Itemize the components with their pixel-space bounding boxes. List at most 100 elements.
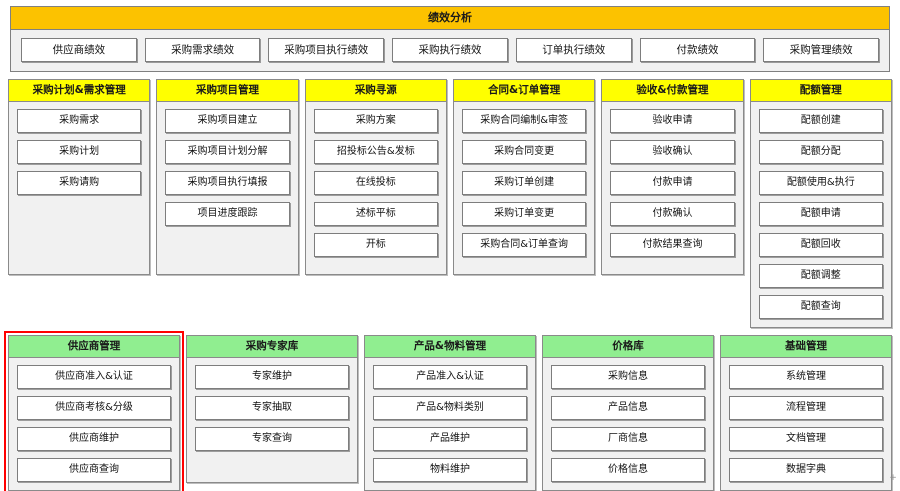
module-item-button[interactable]: 付款申请: [610, 171, 735, 195]
module-grid-top: 采购计划&需求管理采购需求采购计划采购请购采购项目管理采购项目建立采购项目计划分…: [8, 79, 892, 328]
module-title: 基础管理: [721, 336, 891, 358]
module-card[interactable]: 采购寻源采购方案招投标公告&发标在线投标述标平标开标: [304, 79, 447, 275]
module-item-button[interactable]: 采购方案: [313, 109, 438, 133]
module-item-list: 专家维护专家抽取专家查询: [187, 358, 357, 459]
performance-button[interactable]: 采购项目执行绩效: [268, 38, 385, 62]
performance-button-row: 供应商绩效采购需求绩效采购项目执行绩效采购执行绩效订单执行绩效付款绩效采购管理绩…: [11, 30, 889, 71]
module-item-button[interactable]: 产品&物料类别: [373, 396, 527, 420]
module-title: 采购专家库: [187, 336, 357, 358]
module-item-button[interactable]: 采购合同变更: [461, 140, 587, 164]
module-item-list: 采购合同编制&审签采购合同变更采购订单创建采购订单变更采购合同&订单查询: [454, 102, 594, 265]
module-title: 配额管理: [750, 80, 891, 102]
module-item-button[interactable]: 采购项目执行填报: [165, 171, 290, 195]
module-column: 验收&付款管理验收申请验收确认付款申请付款确认付款结果查询: [601, 79, 744, 275]
module-item-button[interactable]: 验收申请: [610, 109, 735, 133]
module-item-list: 验收申请验收确认付款申请付款确认付款结果查询: [602, 102, 742, 265]
performance-button[interactable]: 采购执行绩效: [392, 38, 508, 62]
module-title: 采购计划&需求管理: [9, 80, 150, 102]
module-item-button[interactable]: 项目进度跟踪: [165, 202, 290, 226]
module-column: 采购项目管理采购项目建立采购项目计划分解采购项目执行填报项目进度跟踪: [156, 79, 299, 275]
module-item-button[interactable]: 供应商准入&认证: [17, 365, 171, 389]
performance-button[interactable]: 采购管理绩效: [763, 38, 880, 62]
module-column: 采购寻源采购方案招投标公告&发标在线投标述标平标开标: [304, 79, 447, 275]
module-card[interactable]: 采购项目管理采购项目建立采购项目计划分解采购项目执行填报项目进度跟踪: [156, 79, 299, 275]
module-title: 验收&付款管理: [602, 80, 743, 102]
module-item-button[interactable]: 采购项目计划分解: [165, 140, 290, 164]
module-item-button[interactable]: 厂商信息: [551, 427, 705, 451]
performance-button[interactable]: 订单执行绩效: [515, 38, 632, 62]
module-item-button[interactable]: 采购计划: [17, 140, 142, 164]
performance-button[interactable]: 采购需求绩效: [144, 38, 261, 62]
module-card[interactable]: 供应商管理供应商准入&认证供应商考核&分级供应商维护供应商查询: [4, 331, 184, 491]
module-column: 产品&物料管理产品准入&认证产品&物料类别产品维护物料维护: [364, 335, 536, 491]
performance-button[interactable]: 付款绩效: [639, 38, 756, 62]
module-item-button[interactable]: 配额分配: [758, 140, 883, 164]
module-card[interactable]: 采购专家库专家维护专家抽取专家查询: [186, 335, 358, 483]
module-card[interactable]: 配额管理配额创建配额分配配额使用&执行配额申请配额回收配额调整配额查询: [749, 79, 892, 328]
module-title: 采购项目管理: [157, 80, 298, 102]
module-item-button[interactable]: 产品准入&认证: [373, 365, 527, 389]
module-item-list: 系统管理流程管理文档管理数据字典: [721, 358, 891, 490]
module-item-button[interactable]: 专家查询: [195, 427, 349, 451]
module-item-button[interactable]: 供应商查询: [17, 458, 171, 482]
performance-analysis-title: 绩效分析: [11, 7, 889, 30]
module-item-button[interactable]: 采购合同编制&审签: [461, 109, 587, 133]
module-item-button[interactable]: 述标平标: [313, 202, 438, 226]
module-item-button[interactable]: 采购信息: [551, 365, 705, 389]
module-item-button[interactable]: 采购请购: [17, 171, 142, 195]
module-item-button[interactable]: 付款确认: [610, 202, 735, 226]
module-item-button[interactable]: 专家维护: [195, 365, 349, 389]
module-item-button[interactable]: 采购订单创建: [461, 171, 587, 195]
module-item-button[interactable]: 采购需求: [17, 109, 142, 133]
module-title: 价格库: [543, 336, 713, 358]
module-title: 合同&订单管理: [453, 80, 595, 102]
module-item-button[interactable]: 付款结果查询: [610, 233, 735, 257]
module-item-button[interactable]: 采购订单变更: [461, 202, 587, 226]
module-item-button[interactable]: 配额查询: [758, 295, 883, 319]
module-column: 采购专家库专家维护专家抽取专家查询: [186, 335, 358, 483]
module-item-button[interactable]: 验收确认: [610, 140, 735, 164]
module-card[interactable]: 采购计划&需求管理采购需求采购计划采购请购: [8, 79, 151, 275]
module-card[interactable]: 产品&物料管理产品准入&认证产品&物料类别产品维护物料维护: [364, 335, 536, 491]
performance-button[interactable]: 供应商绩效: [21, 38, 137, 62]
module-item-button[interactable]: 物料维护: [373, 458, 527, 482]
module-item-button[interactable]: 采购项目建立: [165, 109, 290, 133]
module-title: 采购寻源: [305, 80, 446, 102]
module-item-button[interactable]: 配额回收: [758, 233, 883, 257]
module-item-button[interactable]: 在线投标: [313, 171, 438, 195]
module-item-button[interactable]: 产品信息: [551, 396, 705, 420]
module-item-button[interactable]: 文档管理: [729, 427, 883, 451]
module-item-button[interactable]: 供应商考核&分级: [17, 396, 171, 420]
module-grid-bottom: 供应商管理供应商准入&认证供应商考核&分级供应商维护供应商查询采购专家库专家维护…: [4, 331, 892, 491]
module-item-button[interactable]: 专家抽取: [195, 396, 349, 420]
module-item-button[interactable]: 产品维护: [373, 427, 527, 451]
module-item-button[interactable]: 配额调整: [758, 264, 883, 288]
module-item-button[interactable]: 供应商维护: [17, 427, 171, 451]
module-column: 基础管理系统管理流程管理文档管理数据字典: [720, 335, 892, 491]
module-card[interactable]: 价格库采购信息产品信息厂商信息价格信息: [542, 335, 714, 491]
module-item-list: 采购需求采购计划采购请购: [9, 102, 149, 203]
module-item-button[interactable]: 配额申请: [758, 202, 883, 226]
module-card[interactable]: 验收&付款管理验收申请验收确认付款申请付款确认付款结果查询: [601, 79, 744, 275]
module-item-list: 供应商准入&认证供应商考核&分级供应商维护供应商查询: [9, 358, 179, 490]
module-item-button[interactable]: 系统管理: [729, 365, 883, 389]
module-item-button[interactable]: 数据字典: [729, 458, 883, 482]
module-item-button[interactable]: 配额使用&执行: [758, 171, 883, 195]
module-item-list: 产品准入&认证产品&物料类别产品维护物料维护: [365, 358, 535, 490]
module-item-button[interactable]: 价格信息: [551, 458, 705, 482]
module-item-button[interactable]: 流程管理: [729, 396, 883, 420]
module-item-button[interactable]: 配额创建: [758, 109, 883, 133]
module-column: 供应商管理供应商准入&认证供应商考核&分级供应商维护供应商查询: [4, 331, 184, 491]
module-title: 供应商管理: [9, 336, 179, 358]
performance-analysis-panel: 绩效分析 供应商绩效采购需求绩效采购项目执行绩效采购执行绩效订单执行绩效付款绩效…: [10, 6, 890, 72]
module-card[interactable]: 基础管理系统管理流程管理文档管理数据字典: [720, 335, 892, 491]
module-item-button[interactable]: 招投标公告&发标: [313, 140, 438, 164]
module-item-button[interactable]: 采购合同&订单查询: [461, 233, 587, 257]
module-item-button[interactable]: 开标: [313, 233, 438, 257]
module-card[interactable]: 合同&订单管理采购合同编制&审签采购合同变更采购订单创建采购订单变更采购合同&订…: [452, 79, 596, 275]
module-column: 价格库采购信息产品信息厂商信息价格信息: [542, 335, 714, 491]
module-title: 产品&物料管理: [365, 336, 535, 358]
module-column: 采购计划&需求管理采购需求采购计划采购请购: [8, 79, 151, 275]
module-column: 合同&订单管理采购合同编制&审签采购合同变更采购订单创建采购订单变更采购合同&订…: [452, 79, 596, 275]
